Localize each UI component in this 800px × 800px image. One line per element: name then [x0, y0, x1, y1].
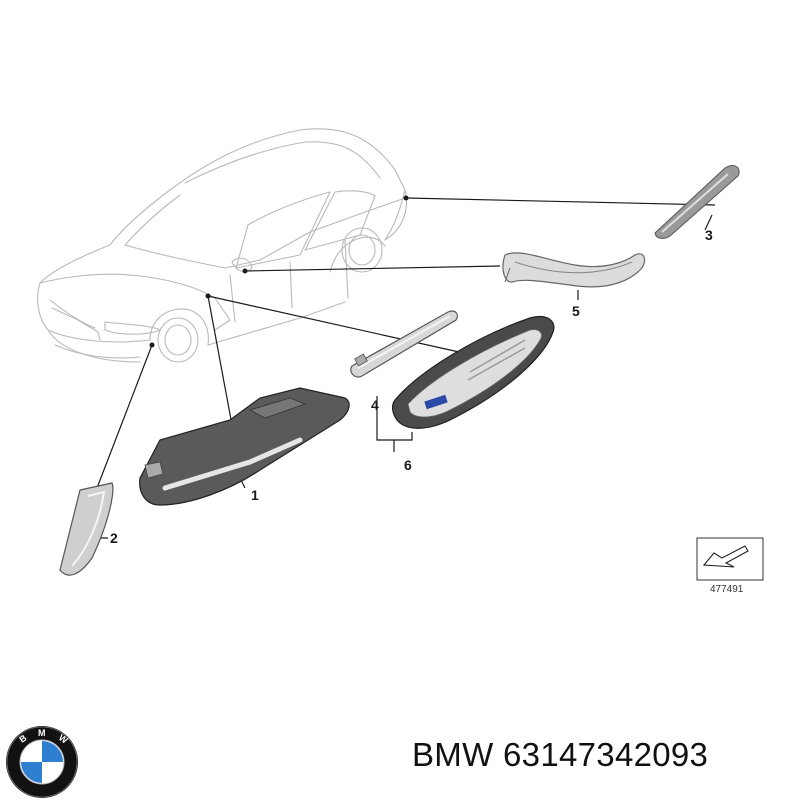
- part-1-housing: [139, 387, 350, 506]
- callout-3: 3: [705, 227, 713, 243]
- reference-box: 477491: [696, 537, 764, 595]
- bmw-logo: B M W: [6, 726, 78, 798]
- part-6-side-gill: [391, 316, 555, 429]
- callout-2: 2: [110, 530, 118, 546]
- svg-text:B: B: [17, 732, 28, 744]
- car-outline: [37, 128, 407, 363]
- part-3-trim-strip: [654, 165, 740, 239]
- callout-1: 1: [251, 487, 259, 503]
- part-5-light-guide: [502, 252, 646, 288]
- part-caption: BMW 63147342093: [412, 736, 708, 774]
- callout-5: 5: [572, 303, 580, 319]
- svg-text:M: M: [38, 728, 46, 738]
- callout-4: 4: [371, 397, 379, 413]
- callout-6: 6: [404, 457, 412, 473]
- part-number: 63147342093: [503, 736, 709, 773]
- reference-number: 477491: [710, 584, 744, 595]
- part-2-trim: [59, 482, 114, 576]
- brand-name: BMW: [412, 736, 494, 773]
- callout-labels: 3 5 4 6 1 2: [110, 227, 713, 546]
- arrow-icon: [702, 545, 749, 568]
- part-4-light-module: [350, 310, 459, 378]
